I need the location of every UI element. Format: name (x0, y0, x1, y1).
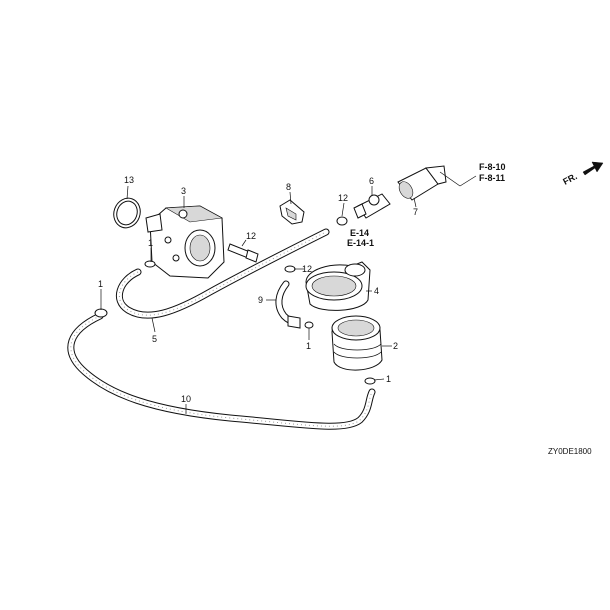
callout-1[interactable]: 1 (386, 374, 391, 384)
front-arrow-icon (582, 161, 604, 176)
ring-12a (336, 216, 348, 226)
callout-3[interactable]: 2 (393, 341, 398, 351)
leader-lines (100, 171, 477, 414)
clip-1d (364, 377, 376, 385)
callout-7[interactable]: 7 (413, 207, 418, 217)
housing-3 (331, 315, 383, 371)
callout-6[interactable]: 6 (369, 176, 374, 186)
clip-1a (144, 260, 156, 268)
hose-10 (67, 312, 376, 430)
throttle-body-2 (145, 205, 225, 279)
callout-12[interactable]: 12 (302, 264, 312, 274)
callout-4[interactable]: 4 (374, 286, 379, 296)
ref-f-8-11[interactable]: F-8-11 (479, 173, 505, 183)
o-ring-13 (113, 197, 141, 229)
bolt-11 (227, 243, 259, 263)
callout-2[interactable]: 3 (181, 186, 186, 196)
clip-1c (304, 321, 314, 329)
clip-1b (94, 308, 108, 318)
front-direction-indicator: FR. (561, 161, 604, 187)
ref-f-8-10[interactable]: F-8-10 (479, 162, 506, 172)
elbow-4 (305, 261, 371, 311)
callout-1[interactable]: 1 (148, 238, 153, 248)
fitting-9 (287, 315, 301, 329)
clamp-8 (279, 199, 305, 225)
hose-9 (275, 280, 300, 326)
fitting-6 (353, 193, 391, 219)
ref-e-14-1[interactable]: E-14-1 (347, 238, 374, 248)
callout-12[interactable]: 12 (338, 193, 348, 203)
connector-7 (397, 165, 447, 201)
callout-8[interactable]: 8 (286, 182, 291, 192)
reference-labels: F-8-10 F-8-11 E-14 E-14-1 (347, 162, 506, 248)
callout-5[interactable]: 5 (152, 334, 157, 344)
ring-12b (284, 265, 296, 273)
front-label: FR. (561, 171, 578, 187)
callout-1[interactable]: 1 (98, 279, 103, 289)
callout-13[interactable]: 13 (124, 175, 134, 185)
ref-e-14[interactable]: E-14 (350, 228, 369, 238)
callout-10[interactable]: 10 (181, 394, 191, 404)
callout-9[interactable]: 9 (258, 295, 263, 305)
callout-1[interactable]: 1 (306, 341, 311, 351)
diagram-code: ZY0DE1800 (548, 447, 592, 456)
callouts: 13 3 1 1 12 8 12 6 7 12 4 9 1 2 1 5 10 (98, 175, 418, 404)
callout-11[interactable]: 12 (246, 231, 256, 241)
hose-5 (115, 228, 330, 319)
